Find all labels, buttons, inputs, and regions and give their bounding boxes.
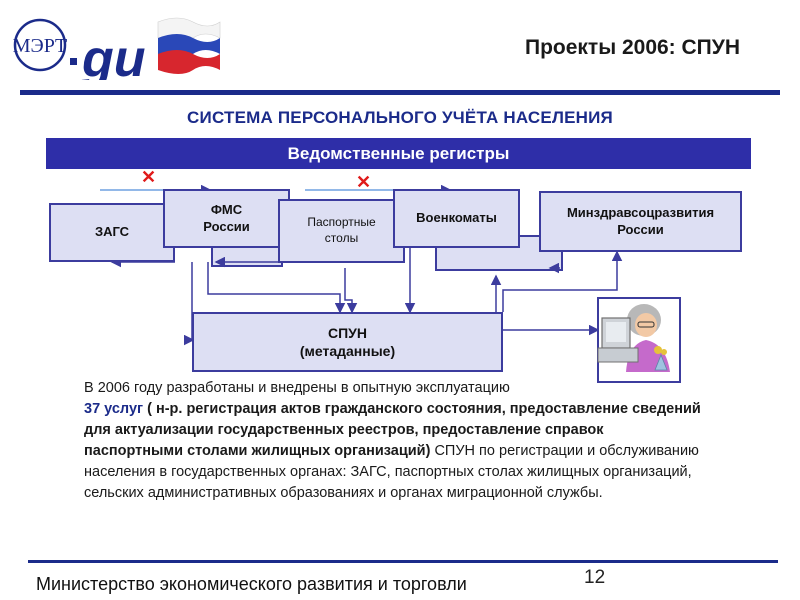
page-number: 12 bbox=[584, 567, 606, 588]
header-divider bbox=[20, 90, 780, 95]
link-fms-spun bbox=[207, 262, 346, 314]
node-spun: СПУН (метаданные) bbox=[192, 312, 503, 372]
node-health-ministry: Минздравсоцразвития России bbox=[539, 191, 742, 252]
node-zags-label: ЗАГС bbox=[94, 224, 130, 240]
page-title: Проекты 2006: СПУН bbox=[524, 36, 740, 59]
link-passport-spun bbox=[344, 268, 358, 314]
node-fms: ФМС России bbox=[163, 189, 290, 248]
footer-ministry: Министерство экономического развития и т… bbox=[36, 574, 467, 594]
link-spun-health bbox=[502, 250, 623, 312]
node-spun-label: СПУН (метаданные) bbox=[299, 324, 396, 359]
node-zags: ЗАГС bbox=[49, 203, 175, 262]
description-highlight: 37 услуг bbox=[84, 401, 144, 417]
cross-icon: ✕ bbox=[356, 172, 371, 192]
description-intro: В 2006 году разработаны и внедрены в опы… bbox=[84, 380, 510, 396]
operator-workstation-illustration bbox=[597, 297, 681, 383]
footer-divider bbox=[28, 560, 778, 563]
node-military-offices: Военкоматы bbox=[393, 189, 520, 248]
logo-ministry-mark: МЭРТ bbox=[13, 35, 68, 57]
description-rest: СПУН по регистрации и обслуживанию насел… bbox=[84, 443, 699, 501]
description-text: В 2006 году разработаны и внедрены в опы… bbox=[84, 378, 704, 504]
node-passport-label: Паспортные столы bbox=[307, 215, 376, 245]
logo: МЭРТ gu bbox=[8, 10, 228, 88]
description-bold: ( н-р. регистрация актов гражданского со… bbox=[84, 401, 701, 459]
node-military-label: Военкоматы bbox=[416, 210, 497, 226]
node-health-label: Минздравсоцразвития России bbox=[566, 204, 715, 237]
registers-banner: Ведомственные регистры bbox=[46, 138, 751, 169]
logo-gu-mark: gu bbox=[81, 30, 146, 80]
cross-icon: ✕ bbox=[141, 167, 156, 187]
node-passport-offices: Паспортные столы bbox=[278, 199, 405, 263]
system-title: СИСТЕМА ПЕРСОНАЛЬНОГО УЧЁТА НАСЕЛЕНИЯ bbox=[187, 108, 613, 127]
node-fms-label: ФМС России bbox=[203, 201, 250, 234]
russian-flag-icon bbox=[157, 17, 221, 74]
